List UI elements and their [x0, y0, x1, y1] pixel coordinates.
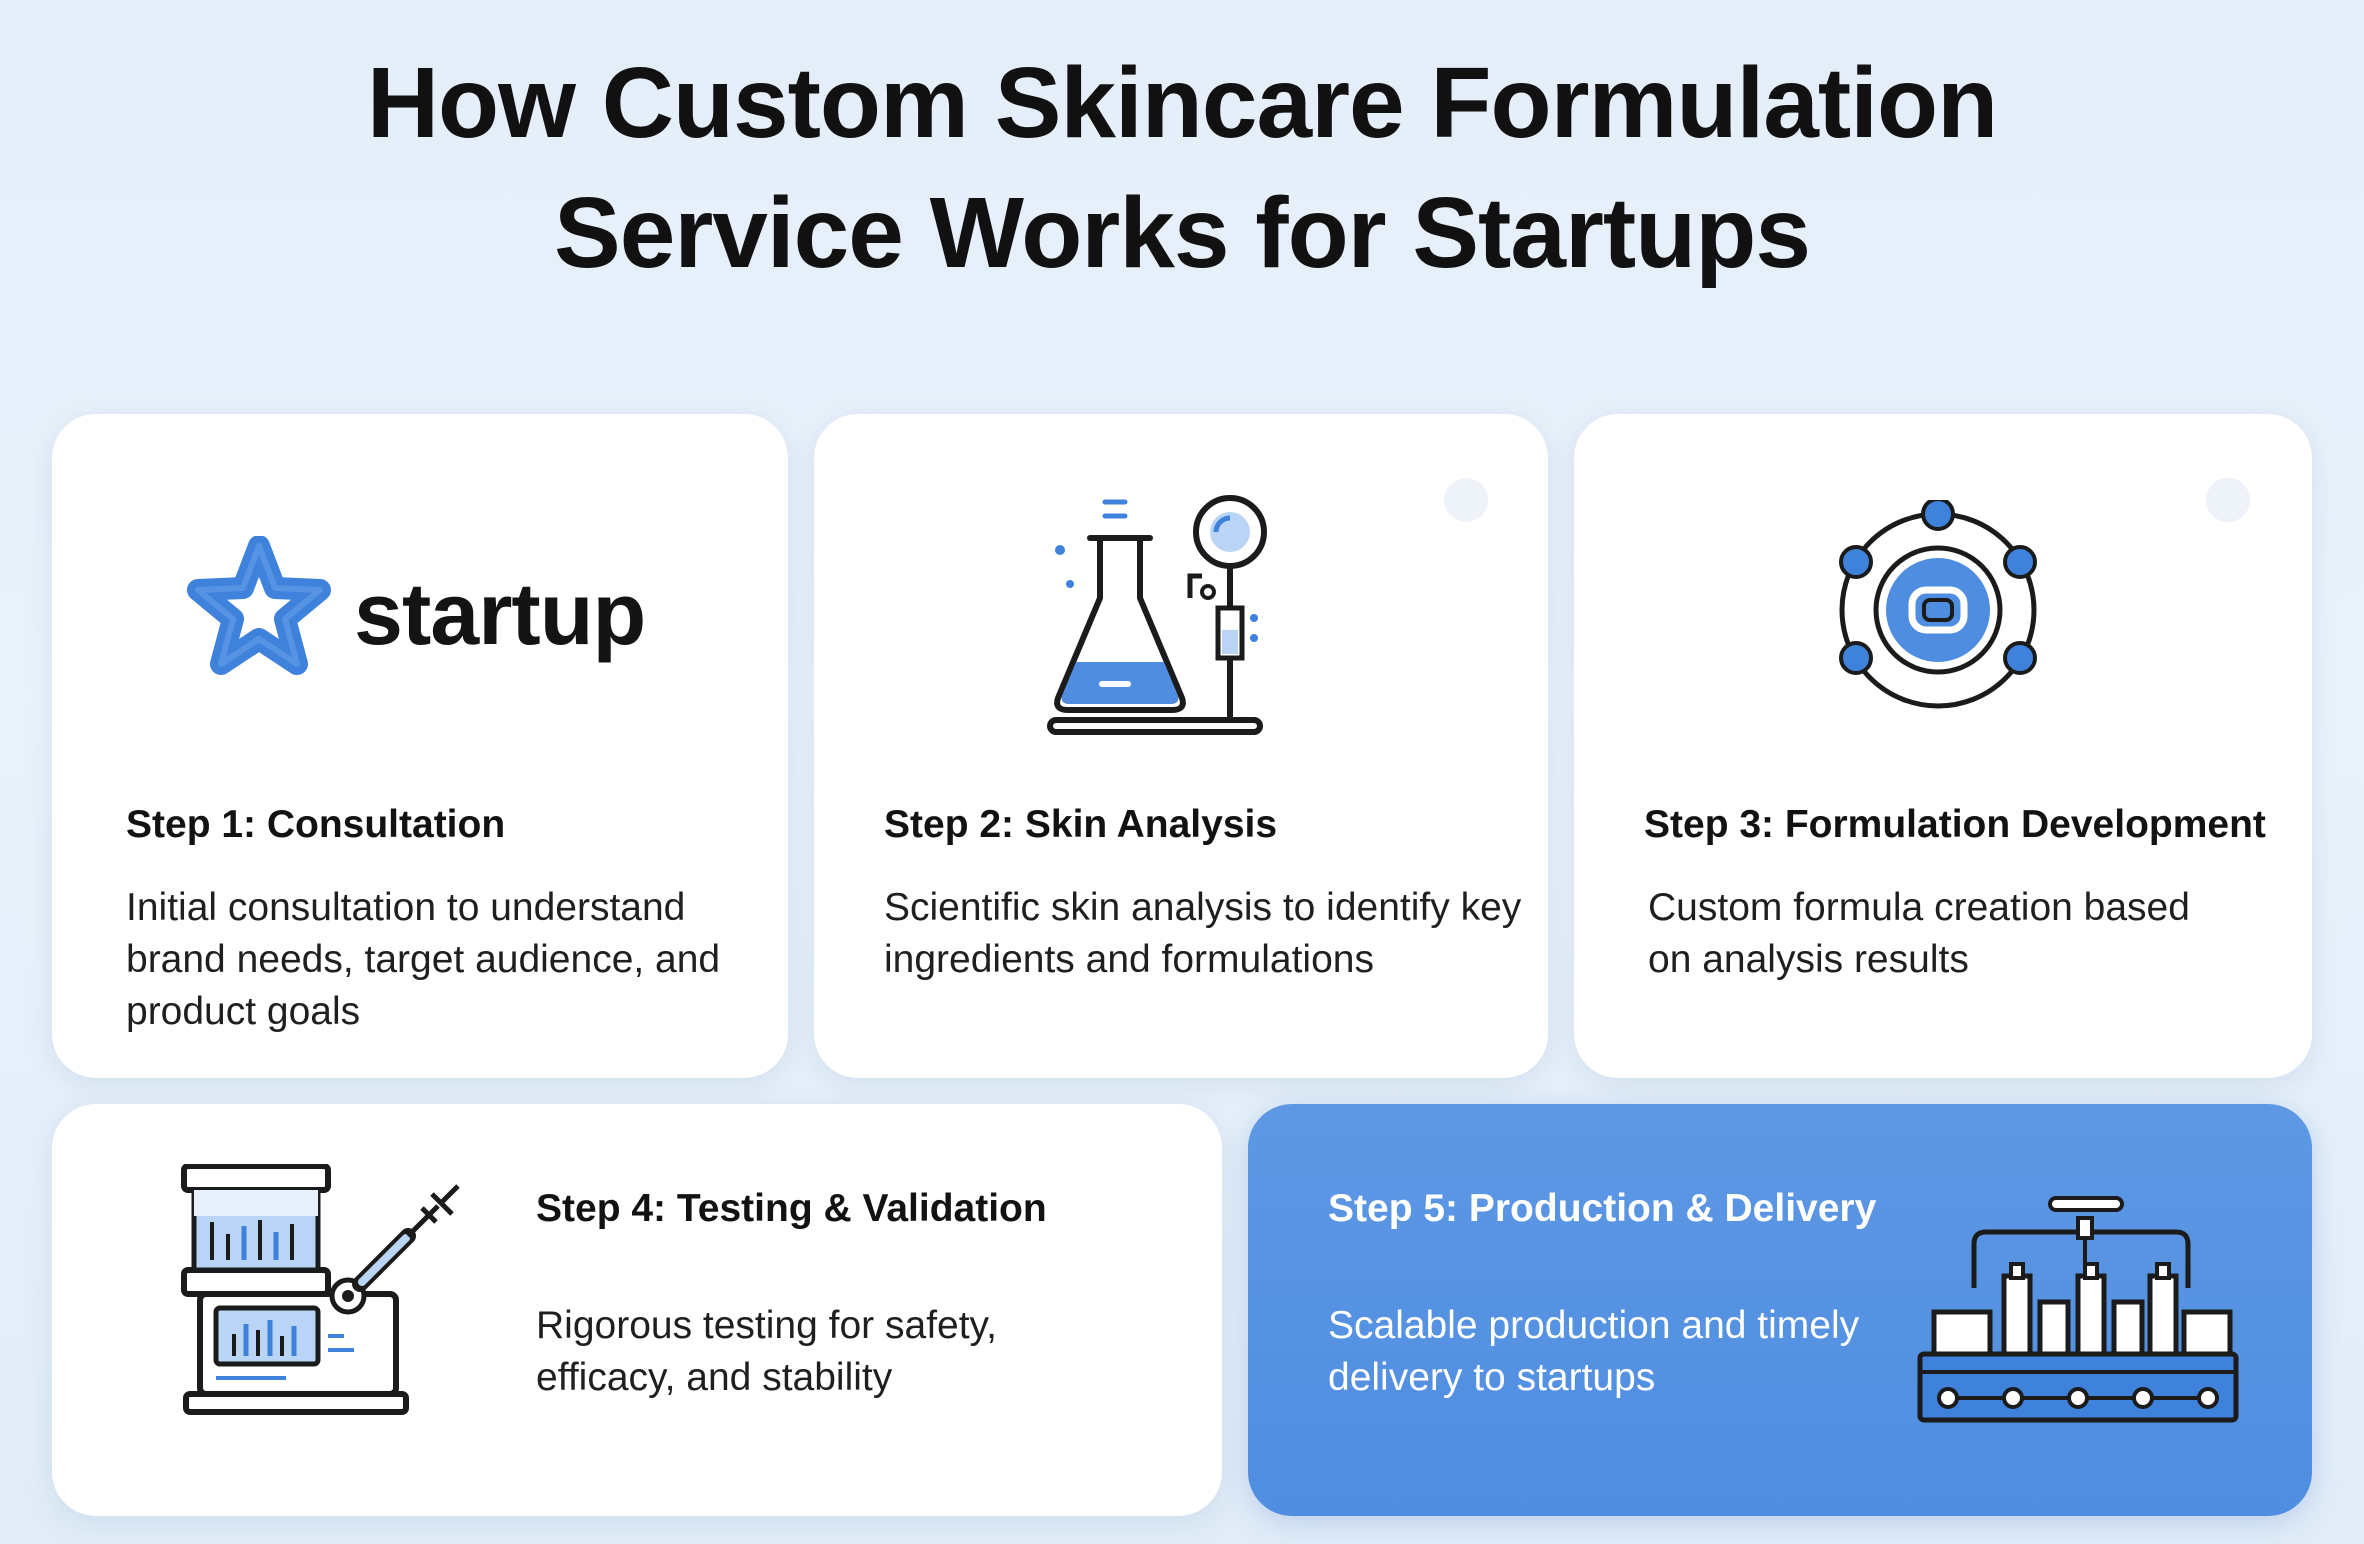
step-1-title: Step 1: Consultation	[126, 803, 506, 846]
startup-logo-text: startup	[354, 564, 646, 663]
star-logo-icon	[187, 536, 331, 675]
step-1-description: Initial consultation to understand brand…	[126, 886, 721, 1033]
step-card-production-delivery: Step 5: Production & Delivery Scalable p…	[1248, 1104, 2312, 1516]
step-card-consultation: startup Step 1: Consultation Initial con…	[52, 414, 788, 1078]
step-4-description: Rigorous testing for safety, efficacy, a…	[536, 1304, 997, 1399]
page-title-line-2: Service Works for Startups	[554, 177, 1811, 289]
step-card-testing-validation: Step 4: Testing & Validation Rigorous te…	[52, 1104, 1222, 1516]
lab-flask-icon	[1047, 495, 1267, 735]
step-3-title: Step 3: Formulation Development	[1644, 803, 2266, 846]
page-title: How Custom Skincare Formulation Service …	[0, 38, 2364, 298]
page-title-line-1: How Custom Skincare Formulation	[366, 47, 1998, 159]
step-2-title: Step 2: Skin Analysis	[884, 803, 1278, 846]
step-5-description: Scalable production and timely delivery …	[1328, 1304, 1860, 1399]
step-5-title: Step 5: Production & Delivery	[1328, 1187, 1877, 1230]
step-card-formulation-development: Step 3: Formulation Development Custom f…	[1574, 414, 2312, 1078]
molecule-network-icon	[1839, 500, 2037, 709]
step-2-description: Scientific skin analysis to identify key…	[884, 886, 1522, 981]
production-line-icon	[1917, 1196, 2239, 1423]
step-3-description: Custom formula creation based on analysi…	[1648, 886, 2190, 981]
step-4-title: Step 4: Testing & Validation	[536, 1187, 1047, 1230]
testing-machine-icon	[181, 1164, 460, 1415]
step-card-skin-analysis: Step 2: Skin Analysis Scientific skin an…	[814, 414, 1548, 1078]
decorative-dot	[2206, 478, 2250, 522]
decorative-dot	[1444, 478, 1488, 522]
